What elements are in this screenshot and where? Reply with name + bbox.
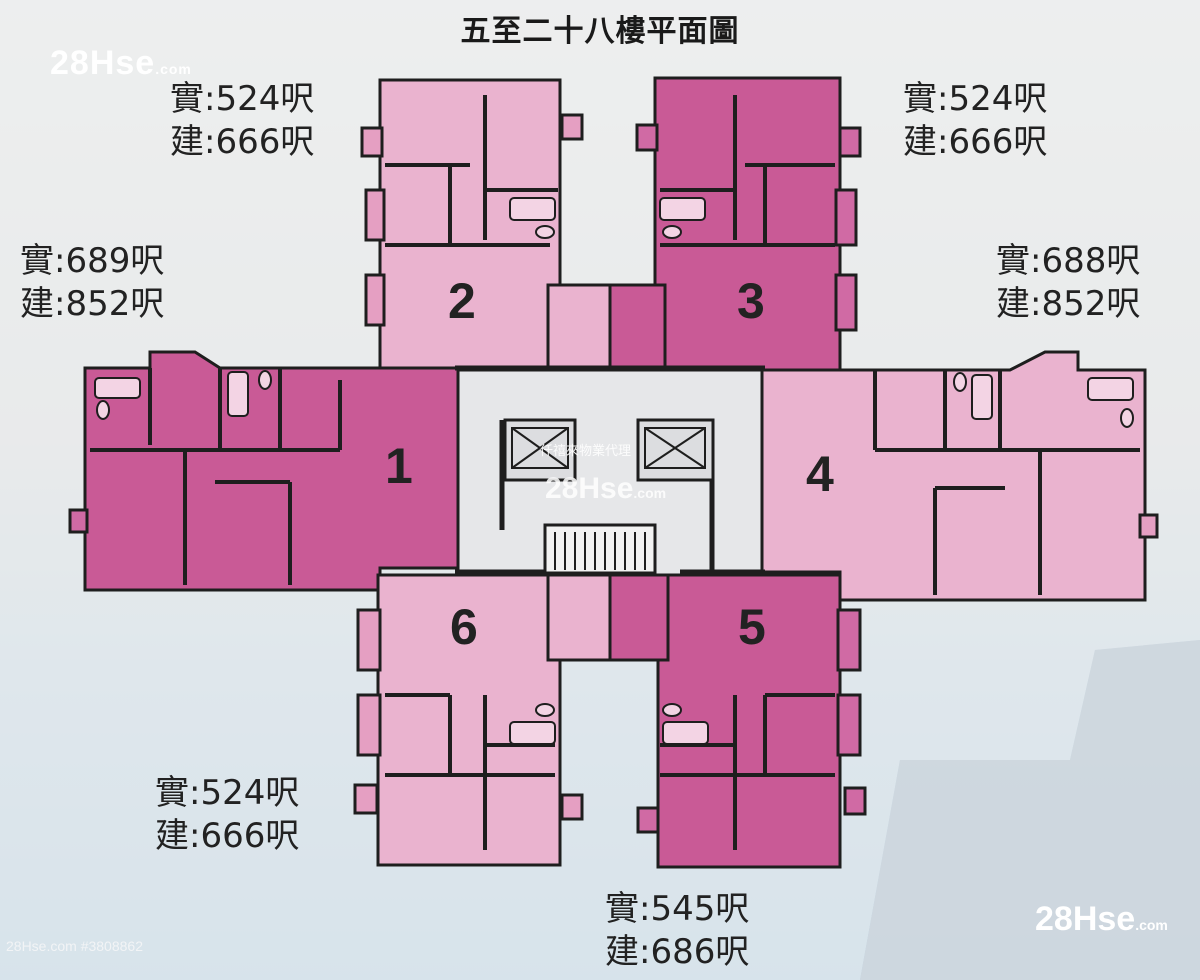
core-elements xyxy=(455,365,765,575)
unit-6-gross-area: 建:666呎 xyxy=(155,816,300,856)
unit-2-saleable-area: 實:524呎 xyxy=(170,79,315,119)
unit-2-gross-area: 建:666呎 xyxy=(170,122,315,162)
plan-title: 五至二十八樓平面圖 xyxy=(460,14,740,49)
unit-5-area-label: 實:545呎 建:686呎 xyxy=(605,888,749,974)
watermark-agency: 仟禧來物業代理 xyxy=(540,444,632,459)
unit-1-number: 1 xyxy=(385,438,413,494)
watermark-listing-id: 28Hse.com #3808862 xyxy=(6,938,143,954)
lift-left xyxy=(503,418,577,482)
unit-4-saleable-area: 實:688呎 xyxy=(996,241,1141,281)
unit-6-saleable-area: 實:524呎 xyxy=(155,773,300,813)
unit-5-number: 5 xyxy=(738,599,766,655)
unit-2 xyxy=(360,78,620,372)
watermark-center: 28Hse.com xyxy=(545,472,667,505)
unit-5-saleable-area: 實:545呎 xyxy=(605,889,750,929)
unit-5-gross-area: 建:686呎 xyxy=(605,932,750,972)
unit-1-area-label: 實:689呎 建:852呎 xyxy=(20,240,164,326)
unit-6-area-label: 實:524呎 建:666呎 xyxy=(155,772,299,858)
unit-3-gross-area: 建:666呎 xyxy=(903,122,1048,162)
staircase xyxy=(543,523,657,575)
unit-1-gross-area: 建:852呎 xyxy=(20,284,165,324)
unit-3-area-label: 實:524呎 建:666呎 xyxy=(903,78,1047,164)
watermark-bottom-right: 28Hse.com xyxy=(1035,900,1168,938)
unit-3-saleable-area: 實:524呎 xyxy=(903,79,1048,119)
lift-right xyxy=(636,418,715,482)
unit-6 xyxy=(353,573,615,867)
unit-2-area-label: 實:524呎 建:666呎 xyxy=(170,78,314,164)
unit-6-number: 6 xyxy=(450,599,478,655)
unit-4-gross-area: 建:852呎 xyxy=(996,284,1141,324)
bathroom-fixtures xyxy=(94,197,1134,745)
unit-4-number: 4 xyxy=(806,446,834,502)
unit-1-saleable-area: 實:689呎 xyxy=(20,241,165,281)
unit-2-number: 2 xyxy=(448,273,476,329)
watermark-top-left: 28Hse.com xyxy=(50,44,192,82)
unit-3-number: 3 xyxy=(737,273,765,329)
unit-4 xyxy=(760,350,1159,602)
unit-5 xyxy=(608,573,867,869)
unit-4-area-label: 實:688呎 建:852呎 xyxy=(996,240,1140,326)
